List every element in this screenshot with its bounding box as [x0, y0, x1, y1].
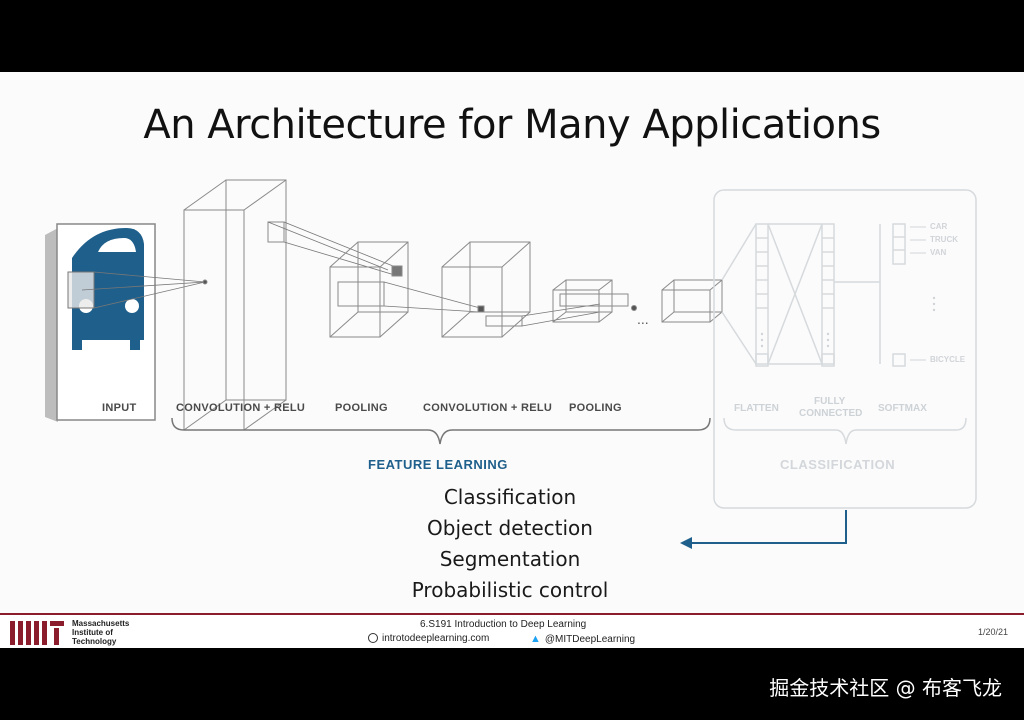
car-icon — [72, 228, 144, 350]
ellipsis-label: ... — [637, 311, 649, 327]
conv2-block — [441, 241, 531, 338]
classification-brace — [723, 417, 967, 445]
label-input: INPUT — [102, 402, 137, 414]
globe-icon — [368, 633, 378, 643]
label-conv2: CONVOLUTION + RELU — [423, 402, 552, 414]
mit-logo-icon — [10, 621, 64, 645]
application-item: Object detection — [427, 516, 593, 540]
slide-title: An Architecture for Many Applications — [143, 102, 881, 148]
label-softmax: SOFTMAX — [878, 403, 927, 414]
label-pool2: POOLING — [569, 402, 622, 414]
pool2-block — [552, 279, 637, 323]
label-classification: CLASSIFICATION — [780, 457, 895, 472]
feature-learning-brace — [171, 417, 711, 445]
website-link[interactable]: introtodeeplearning.com — [368, 633, 489, 644]
arrow-head-icon — [680, 537, 692, 549]
label-flatten: FLATTEN — [734, 403, 779, 414]
class-label-truck: TRUCK — [930, 235, 958, 244]
application-item: Probabilistic control — [411, 578, 609, 602]
label-fully: FULLY — [814, 396, 846, 407]
twitter-icon: ▲ — [530, 633, 541, 645]
slide: An Architecture for Many Applications — [0, 72, 1024, 648]
institute-name: Massachusetts Institute of Technology — [72, 619, 130, 646]
class-label-bicycle: BICYCLE — [930, 355, 966, 364]
conv1-block — [183, 179, 287, 431]
classification-block — [713, 189, 977, 509]
label-connected: CONNECTED — [799, 408, 862, 419]
course-title: 6.S191 Introduction to Deep Learning — [420, 619, 587, 630]
flatten-block — [661, 279, 723, 323]
cnn-architecture-diagram: ... — [45, 179, 977, 549]
class-label-car: CAR — [930, 222, 948, 231]
slide-footer: Massachusetts Institute of Technology 6.… — [0, 613, 1024, 648]
application-item: Classification — [443, 485, 577, 509]
application-item: Segmentation — [439, 547, 581, 571]
label-feature-learning: FEATURE LEARNING — [368, 457, 508, 472]
class-label-van: VAN — [930, 248, 947, 257]
input-image — [45, 223, 156, 422]
applications-list: Classification Object detection Segmenta… — [380, 482, 640, 606]
watermark: 掘金技术社区 @ 布客飞龙 — [769, 676, 1002, 700]
applications-arrow — [690, 510, 847, 544]
slide-date: 1/20/21 — [977, 627, 1008, 637]
label-pool1: POOLING — [335, 402, 388, 414]
pool1-block — [329, 241, 409, 338]
label-conv1: CONVOLUTION + RELU — [176, 402, 305, 414]
twitter-link[interactable]: ▲@MITDeepLearning — [530, 633, 636, 645]
